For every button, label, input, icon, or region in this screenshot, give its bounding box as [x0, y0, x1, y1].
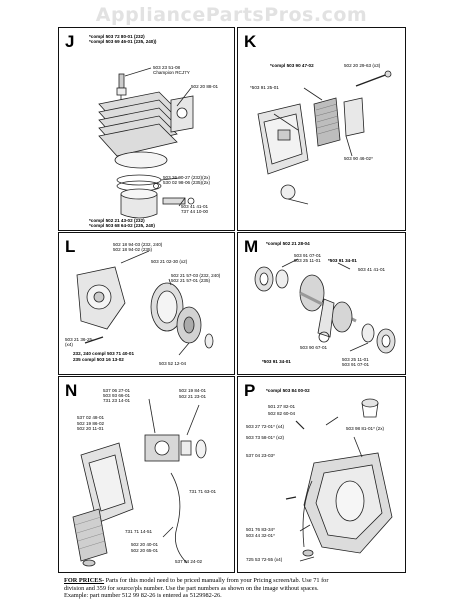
part-label: 503 21 36-25-: [65, 337, 94, 342]
panel-letter: K: [244, 32, 257, 51]
part-label: *compl 502 21 43-02 (232): [89, 218, 145, 223]
part-label: 502 19 84-01: [179, 388, 207, 393]
part-label: *compl 502 21 28-04: [266, 241, 310, 246]
part-label: 503 73 58-01* (x2): [246, 435, 285, 440]
panel-letter: P: [244, 381, 256, 400]
part-label: 503 52 12-04: [159, 361, 187, 366]
part-label: 503 27 72-01* (x4): [246, 424, 285, 429]
part-label: 503 44 32-01*: [246, 533, 275, 538]
part-label: 502 21 23-01: [179, 394, 207, 399]
pricing-note-line3: Example: part number 512 99 82-26 is ent…: [64, 592, 222, 600]
part-label: 502 18 94-02 (235): [113, 247, 153, 252]
part-label: *503 91 34-01: [328, 258, 357, 263]
part-label: 530 02 98-06 (235)(2x): [163, 180, 210, 185]
part-label: 737 44 10-00: [181, 209, 209, 214]
part-label: 503 23 51-08: [153, 65, 181, 70]
part-label: *503 91 25-01: [250, 85, 279, 90]
panel-letter: J: [65, 32, 75, 51]
part-label: 502 19 86-02: [77, 421, 105, 426]
part-label: *503 91 34-01: [262, 359, 291, 364]
panel-letter: N: [65, 381, 78, 400]
pricing-note: FOR PRICES- Parts for this model need to…: [64, 577, 456, 600]
pricing-note-line2: division and 359 for source/pls number. …: [64, 584, 319, 592]
part-label: 537 04 24-02: [175, 559, 203, 564]
panel-n: N 537 06 27-01 503 93 66-01 731 23 14-01…: [58, 376, 235, 573]
part-label: 503 25 11-01: [342, 357, 369, 362]
part-label: 731 71 14-51: [125, 529, 153, 534]
part-label: 502 21 57-01 (235): [171, 278, 211, 283]
part-label: 537 06 27-01: [103, 388, 131, 393]
part-label: (x4): [65, 342, 73, 347]
pricing-note-heading: FOR PRICES-: [64, 577, 105, 584]
part-label: 501 27 82-01: [268, 404, 296, 409]
part-label: 502 82 60-04: [268, 411, 296, 416]
watermark: AppliancePartsPros.com: [95, 4, 368, 26]
cylinder-piston-illustration: [98, 67, 195, 219]
part-label: 503 98 81-01* (2x): [346, 426, 385, 431]
part-label: 503 93 66-01: [103, 393, 131, 398]
part-label: *compl 503 68 64-02 (235, 240): [89, 223, 155, 228]
part-label: *compl 503 84 00-02: [266, 388, 310, 393]
part-label: 537 02 48-01: [77, 415, 105, 420]
part-label: 731 71 63-01: [189, 489, 217, 494]
part-label: 503 26 90-27 (232)(2x): [163, 175, 210, 180]
panel-letter: M: [244, 237, 259, 256]
part-label: 503 90 67-01: [300, 345, 328, 350]
part-label: 232, 240 compl 503 71 40-01: [73, 351, 135, 356]
panel-m: M *compl 502 21 28-04 503 91 07-01 503 2…: [237, 232, 406, 375]
pricing-note-line1: Parts for this model need to be priced m…: [105, 577, 329, 584]
carburetor-illustration: [72, 398, 207, 567]
part-label: *compl 503 69 46-01 (235, 240)): [89, 39, 157, 44]
panel-k: K *compl 503 90 47-02 502 20 29-63 (x3) …: [237, 27, 406, 231]
part-label: 725 53 72-55 (x4): [246, 557, 283, 562]
fuel-tank-illustration: [285, 398, 393, 562]
part-label: 502 20 11-01: [77, 426, 104, 431]
part-label: 503 41 41-01: [358, 267, 386, 272]
clutch-illustration: [76, 250, 214, 356]
panel-p: P *compl 503 84 00-02 501 27 82-01 502 8…: [237, 376, 406, 573]
part-label: 502 18 94-03 (232, 240): [113, 242, 163, 247]
part-label: 503 91 07-01: [294, 253, 322, 258]
part-label: 502 20 65-01: [131, 548, 159, 553]
air-filter-illustration: [257, 70, 392, 205]
part-label: Champion RCJ7Y: [153, 70, 190, 75]
part-label: 503 21 02-30 (x2): [151, 259, 188, 264]
part-label: 503 25 11-01: [294, 258, 321, 263]
part-label: 502 20 88-01: [191, 84, 219, 89]
panel-letter: L: [65, 237, 76, 256]
part-label: 537 04 23-03*: [246, 453, 275, 458]
part-label: 502 20 40-01: [131, 542, 159, 547]
part-label: *compl 503 90 47-02: [270, 63, 314, 68]
part-label: 235 compl 503 16 13-02: [73, 357, 124, 362]
part-label: 731 23 14-01: [103, 398, 131, 403]
panel-l: L 502 18 94-03 (232, 240) 502 18 94-02 (…: [58, 232, 235, 375]
part-label: 501 76 83-34*: [246, 527, 275, 532]
part-label: 503 41 41-01: [181, 204, 209, 209]
part-label: 503 90 46-02*: [344, 156, 373, 161]
part-label: 502 20 29-63 (x3): [344, 63, 381, 68]
part-label: 502 21 57-03 (232, 240): [171, 273, 221, 278]
part-label: *compl 503 72 80-01 (232): [89, 34, 145, 39]
crankshaft-illustration: [254, 258, 396, 354]
panel-j: J *compl 503 72 80-01 (232) *compl 503 6…: [58, 27, 235, 231]
part-label: 503 91 07-01: [342, 362, 370, 367]
